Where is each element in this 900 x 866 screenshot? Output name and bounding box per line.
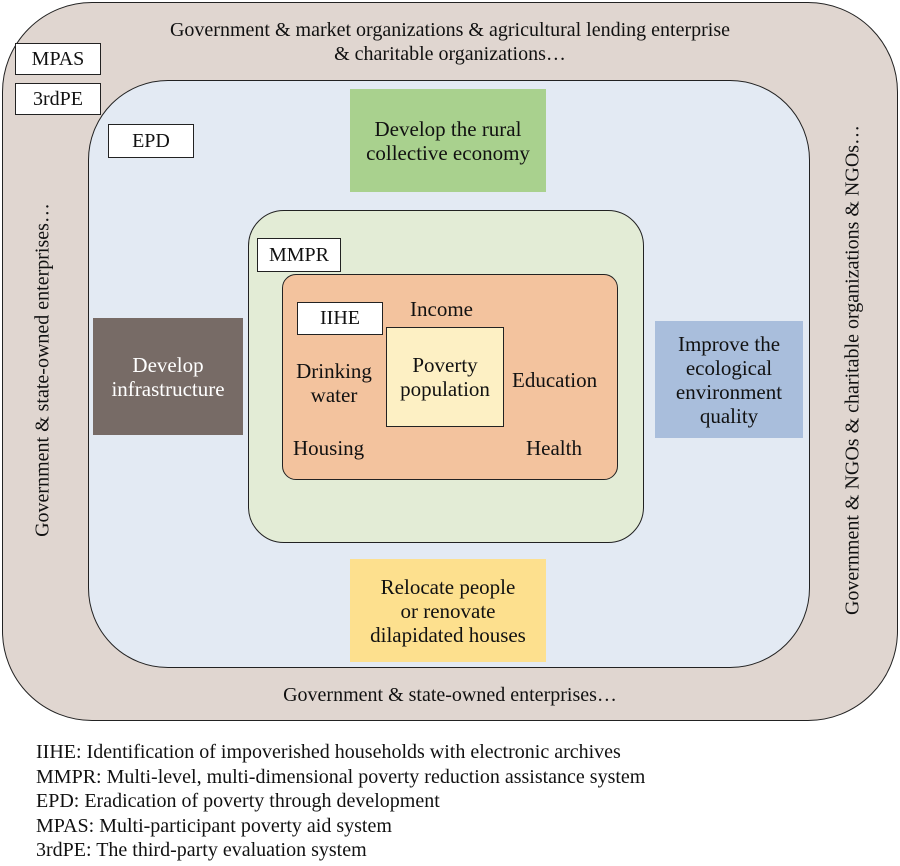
legend: IIHE: Identification of impoverished hou… [36,740,645,863]
drinking-water-line2: water [310,383,358,407]
rural-economy-panel: Develop the rural collective economy [350,89,546,192]
poverty-population-line1: Poverty [412,353,478,377]
outer-right-text: Government & NGOs & charitable organizat… [841,124,864,616]
mpas-tag: MPAS [15,43,101,75]
outer-left-text: Government & state-owned enterprises… [31,203,54,537]
income-label: Income [410,297,473,321]
drinking-water-line1: Drinking [296,359,372,383]
ecology-line2: ecological [685,355,773,380]
poverty-population-box: Poverty population [386,327,504,427]
rural-economy-line2: collective economy [366,140,530,165]
poverty-population-line2: population [400,377,490,401]
legend-item-epd: EPD: Eradication of poverty through deve… [36,790,440,812]
education-label: Education [512,368,598,392]
outer-top-text-line1: Government & market organizations & agri… [169,19,730,41]
relocation-panel: Relocate people or renovate dilapidated … [350,559,546,662]
outer-bottom-text: Government & state-owned enterprises… [283,684,617,706]
rural-economy-line1: Develop the rural [374,116,522,141]
ecology-panel: Improve the ecological environment quali… [655,321,803,438]
mmpr-tag: MMPR [257,238,341,272]
epd-tag: EPD [108,124,194,158]
third-pe-tag: 3rdPE [15,83,101,115]
outer-top-text: Government & market organizations & agri… [0,18,900,66]
infrastructure-panel: Develop infrastructure [93,318,243,435]
legend-item-iihe: IIHE: Identification of impoverished hou… [36,741,621,763]
drinking-water-label: Drinking water [288,359,380,407]
relocation-line3: dilapidated houses [370,622,526,647]
legend-item-3rdpe: 3rdPE: The third-party evaluation system [36,839,367,861]
relocation-line2: or renovate [400,598,496,623]
health-label: Health [526,436,582,460]
ecology-line3: environment [675,379,783,404]
ecology-line4: quality [699,403,759,428]
legend-item-mpas: MPAS: Multi-participant poverty aid syst… [36,814,392,837]
relocation-line1: Relocate people [380,574,516,599]
outer-top-text-line2: & charitable organizations… [334,43,566,65]
infrastructure-line1: Develop [132,352,204,377]
legend-item-mmpr: MMPR: Multi-level, multi-dimensional pov… [36,765,646,788]
infrastructure-line2: infrastructure [111,376,225,401]
housing-label: Housing [293,436,365,460]
ecology-line1: Improve the [677,331,781,356]
iihe-tag: IIHE [297,302,383,335]
